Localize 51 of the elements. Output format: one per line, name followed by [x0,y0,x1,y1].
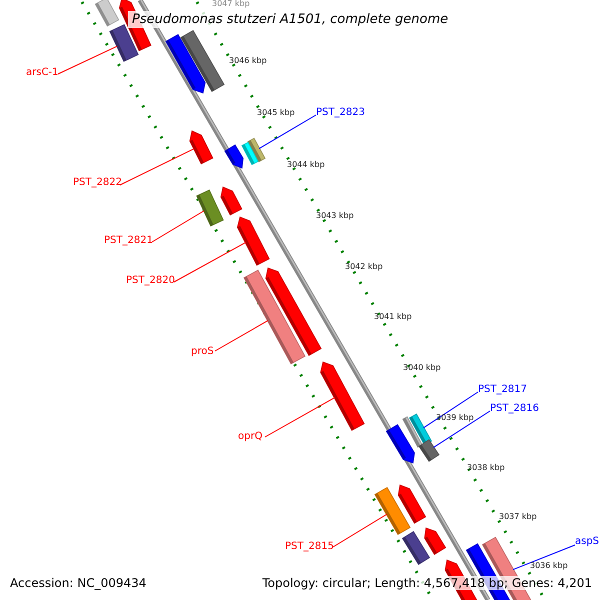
gene-label: PST_2817 [478,385,527,395]
gene-feature [424,527,446,555]
scale-label: 3042 kbp [345,263,383,271]
gene-label: arsC-1 [26,68,58,78]
gene-feature [236,216,270,266]
gene-feature [196,189,224,227]
leader-line [264,397,336,438]
gene-feature [386,424,415,464]
gene-label: PST_2816 [490,404,539,414]
gene-feature [402,531,430,565]
gene-feature [224,144,244,169]
leader-line [433,410,490,448]
scale-label: 3038 kbp [467,464,505,472]
scale-label: 3043 kbp [316,212,354,220]
leader-line [58,46,118,74]
gene-feature [109,24,139,62]
gene-label: PST_2821 [104,236,153,246]
leader-line [332,514,388,548]
gene-label: PST_2822 [73,178,122,188]
gene-feature [189,130,214,164]
scale-label: 3039 kbp [436,414,474,422]
scale-label: 3044 kbp [287,161,325,169]
gene-feature [94,0,120,27]
leader-line [174,242,246,282]
scale-label: 3041 kbp [374,313,412,321]
scale-label: 3036 kbp [530,562,568,570]
scale-label: 3047 kbp [212,0,250,8]
gene-feature [243,270,306,364]
gene-feature [180,30,225,92]
info-text: Topology: circular; Length: 4,567,418 bp; Genes: 4,201 [260,576,594,590]
scale-label: 3040 kbp [403,364,441,372]
leader-line [120,148,195,186]
leader-line [423,392,478,428]
info-text: Accession: NC_009434 [8,576,148,590]
gene-label: aspS [575,537,600,547]
scale-label: 3037 kbp [499,513,537,521]
gene-label: PST_2820 [126,276,175,286]
gene-feature [241,142,259,166]
gene-feature [220,186,242,216]
gene-label: proS [191,347,214,357]
leader-line [152,210,205,242]
gene-feature [374,486,411,536]
scale-label: 3045 kbp [257,109,295,117]
leader-line [214,320,268,352]
leader-line [258,114,316,150]
gene-label: PST_2823 [316,108,365,118]
gene-label: PST_2815 [285,542,334,552]
gene-feature [320,361,365,431]
gene-feature [418,439,440,462]
leader-line [512,544,576,570]
gene-label: oprQ [238,432,262,442]
